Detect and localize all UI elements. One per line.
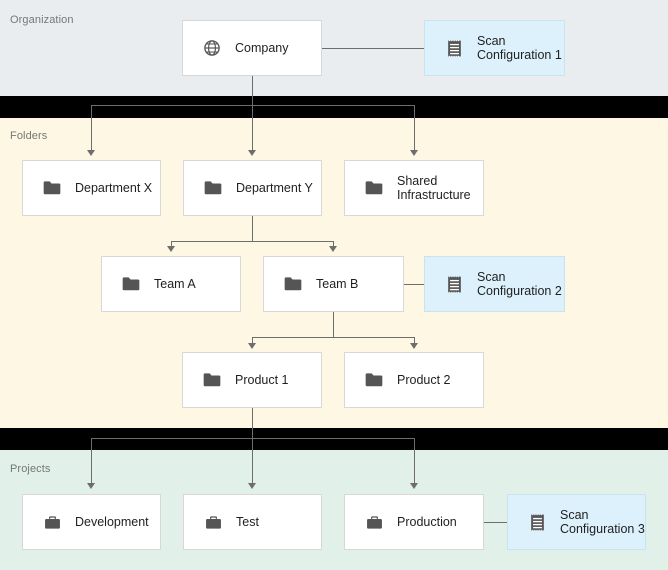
- edge-to-team-b: [333, 241, 334, 250]
- node-development-label: Development: [75, 515, 149, 529]
- node-production-label: Production: [397, 515, 457, 529]
- edge-to-development: [91, 438, 92, 483]
- edge-team-b-stem: [333, 312, 334, 337]
- scan-config-icon: [443, 37, 465, 59]
- scan-config-icon: [526, 511, 548, 533]
- arrow-development: [87, 483, 95, 489]
- edge-team-b-scan2: [404, 284, 424, 285]
- briefcase-icon: [202, 511, 224, 533]
- briefcase-icon: [363, 511, 385, 533]
- node-product-2-label: Product 2: [397, 373, 451, 387]
- edge-to-product-1: [252, 337, 253, 345]
- edge-to-shared-infra: [414, 105, 415, 150]
- node-product-2[interactable]: Product 2: [344, 352, 484, 408]
- folders-band-label: Folders: [10, 130, 48, 142]
- node-product-1[interactable]: Product 1: [182, 352, 322, 408]
- projects-band-label: Projects: [10, 463, 51, 475]
- node-department-x-label: Department X: [75, 181, 153, 195]
- edge-to-department-y: [252, 105, 253, 150]
- node-team-a-label: Team A: [154, 277, 196, 291]
- node-shared-infrastructure-label: Shared Infrastructure: [397, 174, 471, 202]
- arrow-product-2: [410, 343, 418, 349]
- folder-icon: [363, 177, 385, 199]
- arrow-department-y: [248, 150, 256, 156]
- node-scan-configuration-2[interactable]: Scan Configuration 2: [424, 256, 565, 312]
- node-test-label: Test: [236, 515, 259, 529]
- folder-icon: [363, 369, 385, 391]
- edge-department-y-stem: [252, 215, 253, 241]
- edge-to-test: [252, 438, 253, 483]
- scan-config-icon: [443, 273, 465, 295]
- node-scan-configuration-2-label: Scan Configuration 2: [477, 270, 562, 298]
- edge-department-y-bus: [171, 241, 334, 242]
- node-company-label: Company: [235, 41, 289, 55]
- arrow-team-a: [167, 246, 175, 252]
- edge-to-team-a: [171, 241, 172, 250]
- node-team-b-label: Team B: [316, 277, 359, 291]
- arrow-shared-infra: [410, 150, 418, 156]
- folder-icon: [120, 273, 142, 295]
- node-scan-configuration-3-label: Scan Configuration 3: [560, 508, 645, 536]
- edge-production-scan3: [484, 522, 507, 523]
- node-scan-configuration-1-label: Scan Configuration 1: [477, 34, 562, 62]
- node-scan-configuration-3[interactable]: Scan Configuration 3: [507, 494, 646, 550]
- folder-icon: [201, 369, 223, 391]
- node-department-y[interactable]: Department Y: [183, 160, 322, 216]
- edge-to-production: [414, 438, 415, 483]
- edge-to-department-x: [91, 105, 92, 150]
- node-department-y-label: Department Y: [236, 181, 313, 195]
- node-shared-infrastructure[interactable]: Shared Infrastructure: [344, 160, 484, 216]
- node-department-x[interactable]: Department X: [22, 160, 161, 216]
- node-test[interactable]: Test: [183, 494, 322, 550]
- node-production[interactable]: Production: [344, 494, 484, 550]
- folder-icon: [282, 273, 304, 295]
- arrow-test: [248, 483, 256, 489]
- arrow-department-x: [87, 150, 95, 156]
- edge-company-stem: [252, 76, 253, 105]
- briefcase-icon: [41, 511, 63, 533]
- organization-band-label: Organization: [10, 14, 74, 26]
- globe-icon: [201, 37, 223, 59]
- node-product-1-label: Product 1: [235, 373, 289, 387]
- edge-product-1-stem: [252, 408, 253, 438]
- node-team-a[interactable]: Team A: [101, 256, 241, 312]
- node-scan-configuration-1[interactable]: Scan Configuration 1: [424, 20, 565, 76]
- edge-team-b-bus: [252, 337, 415, 338]
- arrow-product-1: [248, 343, 256, 349]
- edge-company-scan1: [322, 48, 424, 49]
- folder-icon: [202, 177, 224, 199]
- arrow-team-b: [329, 246, 337, 252]
- arrow-production: [410, 483, 418, 489]
- node-development[interactable]: Development: [22, 494, 161, 550]
- folder-icon: [41, 177, 63, 199]
- node-company[interactable]: Company: [182, 20, 322, 76]
- node-team-b[interactable]: Team B: [263, 256, 404, 312]
- edge-to-product-2: [414, 337, 415, 345]
